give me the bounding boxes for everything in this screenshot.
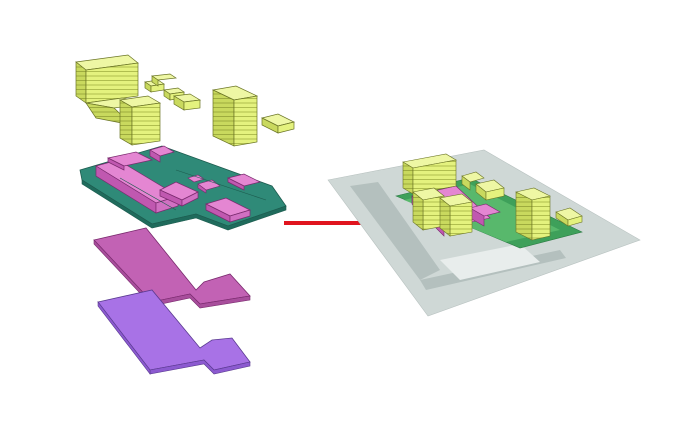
towers-layer	[75, 54, 296, 147]
low-rise-blocks	[144, 73, 202, 111]
left-tower-cluster	[75, 54, 162, 146]
right-tower	[211, 85, 259, 147]
small-block	[260, 113, 296, 134]
lower-basement-layer	[97, 289, 251, 375]
podium-site-layer	[79, 145, 287, 231]
upper-basement-layer	[93, 227, 251, 309]
assembled-massing	[327, 149, 641, 317]
